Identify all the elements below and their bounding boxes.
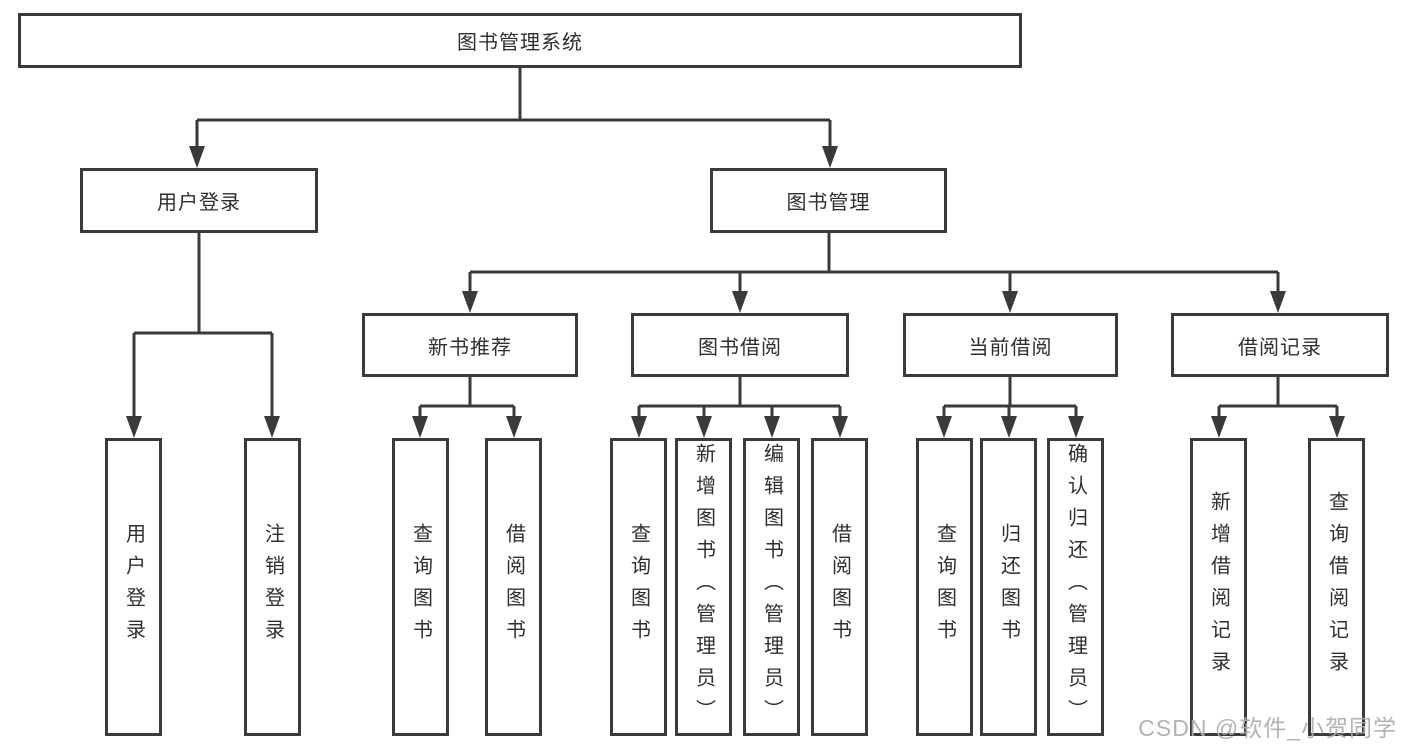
leaf-borrow-books-1: 借阅图书 [485, 438, 542, 736]
node-label: 注销登录 [261, 523, 284, 651]
node-library-management-system: 图书管理系统 [18, 13, 1022, 68]
leaf-add-borrow-record: 新增借阅记录 [1190, 438, 1247, 736]
node-label: 新书推荐 [428, 336, 512, 359]
node-book-management: 图书管理 [710, 168, 947, 233]
node-label: 新增借阅记录 [1207, 491, 1230, 683]
node-label: 归还图书 [997, 523, 1020, 651]
node-label: 查询图书 [627, 523, 650, 651]
node-label: 查询图书 [409, 523, 432, 651]
node-user-login: 用户登录 [80, 168, 318, 233]
node-label: 图书管理 [786, 192, 871, 214]
leaf-confirm-return-admin: 确认归还（管理员） [1047, 438, 1104, 736]
node-book-borrow: 图书借阅 [631, 313, 849, 377]
arrowheads [126, 146, 1345, 438]
node-label: 编辑图书（管理员） [760, 443, 783, 731]
node-label: 当前借阅 [968, 336, 1053, 359]
leaf-query-books-3: 查询图书 [916, 438, 973, 736]
node-label: 图书管理系统 [457, 32, 583, 54]
node-borrow-records: 借阅记录 [1171, 313, 1389, 377]
leaf-borrow-books-2: 借阅图书 [811, 438, 868, 736]
node-label: 新增图书（管理员） [692, 443, 715, 731]
leaf-query-borrow-record: 查询借阅记录 [1308, 438, 1365, 736]
csdn-watermark: CSDN @软件_小贺同学 [1138, 715, 1397, 741]
node-label: 查询图书 [933, 523, 956, 651]
node-new-book-recommend: 新书推荐 [362, 313, 578, 377]
node-label: 查询借阅记录 [1325, 491, 1348, 683]
node-label: 借阅记录 [1238, 336, 1322, 359]
leaf-edit-books-admin: 编辑图书（管理员） [743, 438, 800, 736]
node-label: 借阅图书 [502, 523, 525, 651]
leaf-logout: 注销登录 [244, 438, 301, 736]
node-label: 用户登录 [157, 192, 241, 214]
node-label: 图书借阅 [698, 336, 782, 359]
leaf-return-books: 归还图书 [980, 438, 1037, 736]
leaf-query-books-1: 查询图书 [392, 438, 449, 736]
node-label: 借阅图书 [828, 523, 851, 651]
node-current-borrow: 当前借阅 [903, 313, 1118, 377]
leaf-query-books-2: 查询图书 [610, 438, 667, 736]
node-label: 用户登录 [122, 523, 145, 651]
node-label: 确认归还（管理员） [1064, 443, 1087, 731]
leaf-add-books-admin: 新增图书（管理员） [675, 438, 732, 736]
leaf-user-login: 用户登录 [105, 438, 162, 736]
